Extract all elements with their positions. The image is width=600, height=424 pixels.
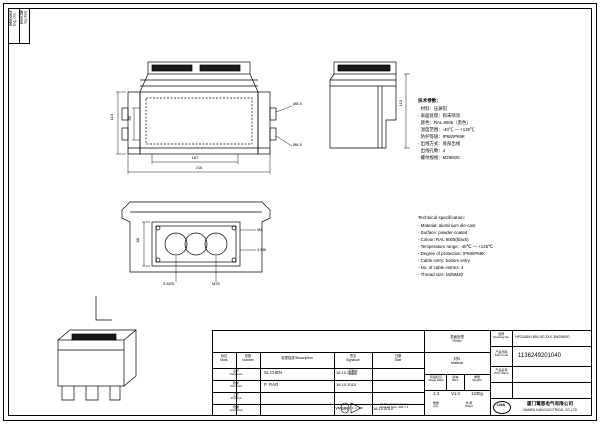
- tb-row-3: [212, 392, 424, 393]
- tb-finish-label: 表面处理 Finish: [450, 335, 464, 343]
- left-strip-divider: [19, 8, 20, 44]
- tb-scalecol-2: [464, 374, 465, 390]
- company-logo: [493, 401, 511, 414]
- tb-col-3: [334, 352, 335, 416]
- dim-110-front: 110: [109, 114, 114, 121]
- spec-en-line-0: - Material: aluminium die-cast: [418, 223, 476, 228]
- title-block-border: [212, 330, 592, 416]
- tb-drawing-no-value: HP2348/H-BW-9Z-2XX-3W25M20: [515, 335, 570, 339]
- tb-company-en: XIAMEN LVAN ELECTRICAL CO.,LTD: [522, 408, 578, 412]
- spec-cn-line-2: · 颜色：RAL 9005（黑色）: [418, 120, 471, 125]
- tb-right-row-4: [490, 398, 592, 399]
- tb-right-col: [512, 330, 513, 398]
- tb-drawing-no-label: 图号 Drawing No.: [493, 332, 510, 340]
- tb-col-2: [260, 352, 261, 416]
- spec-cn-line-3: · 温度范围：-40℃ — +125℃: [418, 127, 475, 132]
- tb-company-cn: 厦门鹭恩电气有限公司: [527, 401, 573, 406]
- tb-date-checked: 18.10.2010: [336, 382, 357, 387]
- tb-role-approved: 批准 Approved: [229, 405, 243, 413]
- tb-material-label: 材料 Material: [450, 357, 464, 365]
- dim-80-front: 80: [127, 116, 132, 121]
- tb-part-name-label: 产品名称 Part Name: [494, 368, 509, 376]
- tb-row-4: [212, 404, 424, 405]
- tb-version-label: 版本 REV.: [452, 375, 459, 383]
- tb-stage-label: 阶段标记 Stage Mark: [428, 375, 444, 383]
- dim-187: 187: [191, 155, 199, 160]
- spec-en-line-3: - Temperature range: -40℃ — +125℃: [418, 244, 494, 249]
- spec-en-title: Technical specification:: [418, 215, 465, 220]
- tb-part-code-value: 1136249201040: [518, 353, 561, 359]
- spec-cn-line-6: · 出线孔数：4: [418, 148, 446, 153]
- tb-header-number: 处数 Number: [242, 354, 254, 362]
- tb-right-row-3: [490, 382, 592, 383]
- spec-en-line-4: - Degree of protection: IP68/IP69K: [418, 251, 486, 256]
- dim-88-bottom: 88: [135, 238, 140, 243]
- tb-col-1: [236, 352, 237, 416]
- tb-col-4: [372, 352, 373, 416]
- dim-hole-upper: Ø8.5: [293, 101, 302, 106]
- projection-symbol-icon: [337, 402, 363, 414]
- tb-header-mark: 标记 Mark: [220, 354, 228, 362]
- tb-role-checked: 校对 Checked: [230, 381, 242, 389]
- spec-cn-line-5: · 出线方式：底部出线: [418, 141, 461, 146]
- tb-role-designed: 设计 Designed: [229, 369, 243, 377]
- tb-split-material: [424, 330, 425, 416]
- spec-en-line-2: - Colour: RAL 9005(black): [418, 237, 469, 242]
- tb-version-value: V1.0: [451, 391, 460, 396]
- tb-header-date: 日期 Date: [394, 354, 402, 362]
- tb-row-2: [212, 380, 424, 381]
- tb-part-code-label: 产品代码 Part Code: [494, 350, 509, 358]
- tb-sheet-label: 共 张 Sheet: [465, 401, 473, 409]
- tb-header-signature: 签名 Signature: [346, 354, 360, 362]
- tb-weight-value: 1230g: [471, 391, 483, 396]
- tb-name-approved: YY LIN: [335, 406, 349, 411]
- tb-split-right: [490, 330, 491, 416]
- tb-finish-divider: [424, 352, 490, 353]
- tb-role-process: 工艺 Process: [230, 393, 242, 401]
- tb-qty-label: 数量 Qty.: [432, 401, 439, 409]
- tb-date-designed: 18.10.2010: [336, 370, 357, 375]
- dim-hole-lower: Ø8.5: [293, 142, 302, 147]
- title-block: 标记 Mark 处数 Number 变更描述/Description 签名 Si…: [212, 330, 592, 416]
- spec-cn-line-1: · 表面处理：粉末喷涂: [418, 113, 461, 118]
- spec-en-line-6: - No. of cable entries: 4: [418, 265, 464, 270]
- spec-en-line-5: - Cable entry: bottom entry: [418, 258, 470, 263]
- tb-name-checked: P RAO: [264, 382, 279, 387]
- unit-note-text: All Dimensions in mm Original Size: 384 …: [379, 402, 409, 410]
- tb-stage-divider: [424, 374, 490, 375]
- dim-3-m25: 3-M25: [163, 281, 175, 286]
- spec-en-line-1: - Surface: powder-coated: [418, 230, 468, 235]
- dim-4-m6: 4-M6: [257, 247, 267, 252]
- logo-text: LVAN: [496, 403, 506, 407]
- tb-scale-value: 1:3: [433, 391, 439, 396]
- tb-role-stand: 标准化 Stand.: [348, 369, 358, 377]
- sheet-outer-border: [3, 3, 597, 421]
- tb-name-designed: SL CHEN: [264, 370, 282, 375]
- tb-row-1: [212, 368, 424, 369]
- spec-cn-title: 技术参数：: [418, 98, 441, 103]
- tb-right-row-1: [490, 346, 592, 347]
- dim-216: 216: [195, 165, 203, 170]
- tb-row-header: [212, 352, 424, 353]
- tb-right-row-2: [490, 366, 592, 367]
- spec-cn-line-4: · 防护等级：IP68/IP69K: [418, 134, 465, 139]
- dim-m25: M25: [212, 281, 220, 286]
- tb-date-approved: 18.10.2010: [373, 406, 394, 411]
- tb-scale-divider: [424, 390, 490, 391]
- spec-en-line-7: - Thread size: M25M20: [418, 272, 464, 277]
- dim-m6: M6: [257, 227, 263, 232]
- tb-header-description: 变更描述/Description: [281, 356, 313, 360]
- tb-scalecol-1: [446, 374, 447, 390]
- spec-cn-line-0: · 材料：压铸铝: [418, 106, 448, 111]
- dim-110-side: 110: [398, 100, 403, 107]
- tb-weight-label: 重量 Weight: [472, 375, 482, 383]
- spec-cn-line-7: · 螺纹规格：M25M20: [418, 155, 460, 160]
